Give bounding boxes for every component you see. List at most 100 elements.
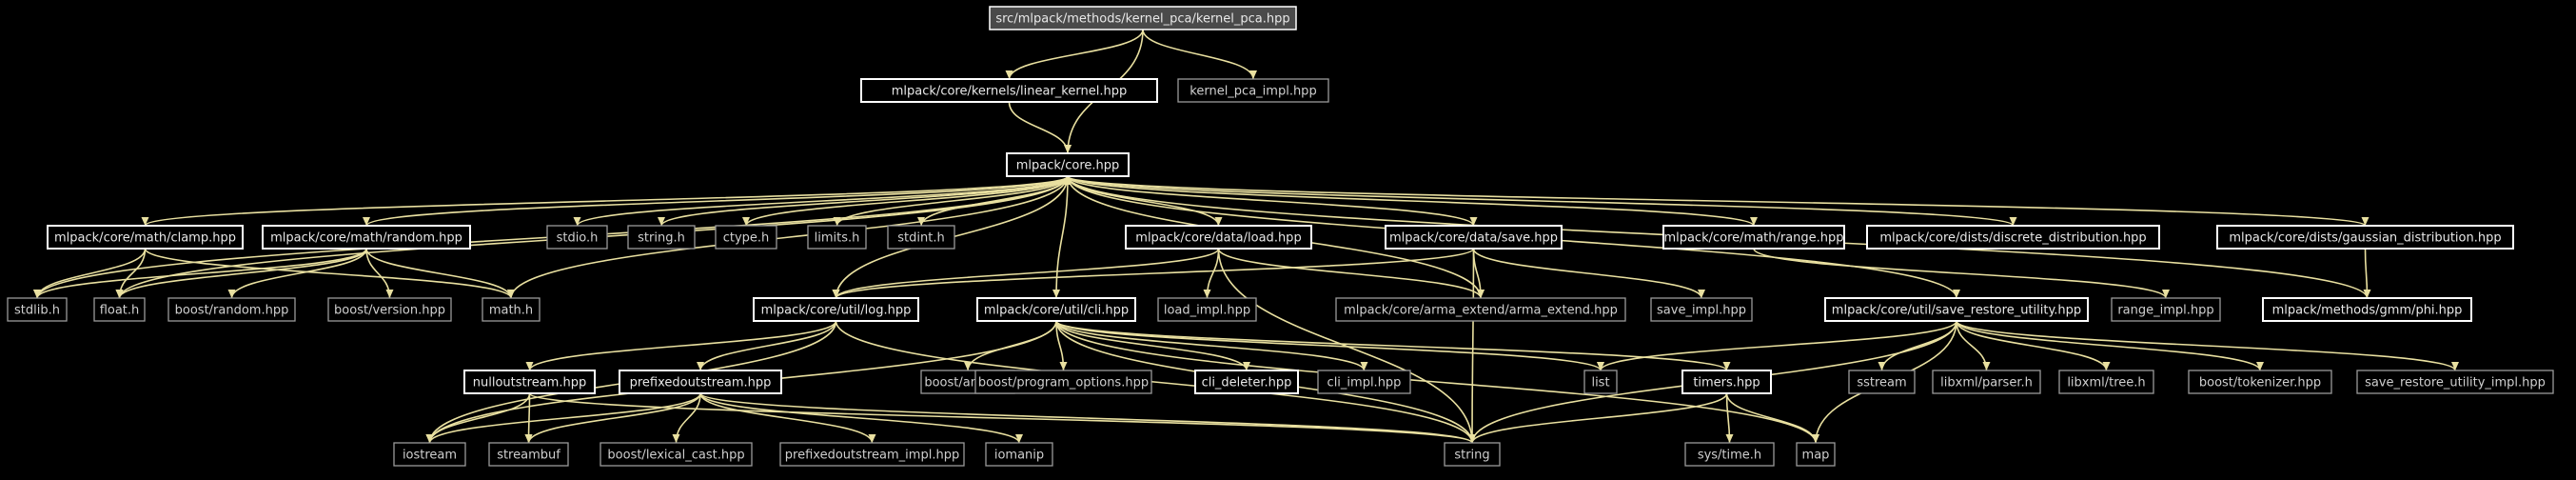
edge-sru-to-list xyxy=(1597,320,1957,371)
node-bversion: boost/version.hpp xyxy=(327,297,452,322)
node-box xyxy=(1866,225,2160,250)
node-blexical: boost/lexical_cast.hpp xyxy=(600,442,753,467)
node-phi[interactable]: mlpack/methods/gmm/phi.hpp xyxy=(2262,297,2472,322)
node-save[interactable]: mlpack/core/data/save.hpp xyxy=(1385,225,1563,250)
node-box xyxy=(327,297,452,322)
node-box xyxy=(1194,370,1299,394)
edge-root-to-lk xyxy=(1005,29,1144,80)
node-label: boost/lexical_cast.hpp xyxy=(607,449,744,463)
node-float: float.h xyxy=(93,297,146,322)
node-label: string xyxy=(1454,449,1489,463)
node-random[interactable]: mlpack/core/math/random.hpp xyxy=(262,225,471,250)
node-box xyxy=(393,442,466,467)
edge-sru-to-btokenizer xyxy=(1956,320,2264,371)
edge-load-to-log xyxy=(832,248,1220,299)
edge-prefixout-to-string xyxy=(699,392,1476,444)
edge-core-to-random xyxy=(363,175,1069,227)
node-box xyxy=(974,370,1152,394)
node-box xyxy=(860,78,1158,103)
node-discrete[interactable]: mlpack/core/dists/discrete_distribution.… xyxy=(1866,225,2160,250)
node-label: stdint.h xyxy=(897,231,944,246)
node-label: save_restore_utility_impl.hpp xyxy=(2365,376,2546,390)
node-log[interactable]: mlpack/core/util/log.hpp xyxy=(753,297,919,322)
edge-random-to-stdlib xyxy=(33,248,367,299)
node-label: mlpack/core/data/save.hpp xyxy=(1389,231,1558,246)
node-nullout[interactable]: nulloutstream.hpp xyxy=(463,370,596,394)
edge-log-to-prefixout xyxy=(697,320,837,371)
node-load[interactable]: mlpack/core/data/load.hpp xyxy=(1125,225,1312,250)
node-label: timers.hpp xyxy=(1693,376,1760,390)
edge-log-to-nullout xyxy=(525,320,837,371)
node-box xyxy=(2188,370,2332,394)
node-box xyxy=(1848,370,1916,394)
edge-load-to-loadimpl xyxy=(1203,248,1220,299)
node-bpo: boost/program_options.hpp xyxy=(974,370,1152,394)
node-timers[interactable]: timers.hpp xyxy=(1681,370,1772,394)
node-box xyxy=(1335,297,1626,322)
edge-sru-to-libtree xyxy=(1956,320,2111,371)
node-string: string xyxy=(1444,442,1501,467)
edge-core-to-stdio xyxy=(573,175,1069,227)
node-box xyxy=(887,225,955,250)
edge-random-to-float xyxy=(115,248,367,299)
node-label: mlpack/methods/gmm/phi.hpp xyxy=(2272,304,2463,318)
node-streambuf: streambuf xyxy=(488,442,569,467)
node-clideleter[interactable]: cli_deleter.hpp xyxy=(1194,370,1299,394)
node-box xyxy=(1662,225,1845,250)
node-list: list xyxy=(1583,370,1618,394)
node-box xyxy=(1681,370,1772,394)
node-gaussian[interactable]: mlpack/core/dists/gaussian_distribution.… xyxy=(2216,225,2514,250)
node-box xyxy=(985,442,1053,467)
edge-prefixout-to-iomanip xyxy=(699,392,1023,444)
node-sruimpl: save_restore_utility_impl.hpp xyxy=(2356,370,2554,394)
node-box xyxy=(488,442,569,467)
node-iomanip: iomanip xyxy=(985,442,1053,467)
edge-save-to-saveimpl xyxy=(1472,248,1705,299)
edge-core-to-stringh xyxy=(658,175,1069,227)
edge-core-to-math xyxy=(507,175,1069,299)
node-range[interactable]: mlpack/core/math/range.hpp xyxy=(1662,225,1845,250)
node-label: boost/random.hpp xyxy=(175,304,289,318)
node-lk[interactable]: mlpack/core/kernels/linear_kernel.hpp xyxy=(860,78,1158,103)
edge-range-to-rangeimpl xyxy=(1753,248,2170,299)
node-clamp[interactable]: mlpack/core/math/clamp.hpp xyxy=(47,225,244,250)
node-root[interactable]: src/mlpack/methods/kernel_pca/kernel_pca… xyxy=(989,6,1297,30)
node-box xyxy=(1006,152,1130,177)
node-label: mlpack/core/util/save_restore_utility.hp… xyxy=(1832,304,2081,318)
edge-core-to-clamp xyxy=(141,175,1069,227)
node-box xyxy=(1177,78,1329,103)
node-label: math.h xyxy=(489,304,533,318)
edge-cli-to-clideleter xyxy=(1055,320,1250,371)
node-box xyxy=(1444,442,1501,467)
node-label: load_impl.hpp xyxy=(1164,304,1250,318)
node-box xyxy=(753,297,919,322)
node-core[interactable]: mlpack/core.hpp xyxy=(1006,152,1130,177)
node-label: prefixedoutstream.hpp xyxy=(630,376,772,390)
edge-gaussian-to-phi xyxy=(2363,248,2371,299)
node-box xyxy=(619,370,782,394)
node-box xyxy=(93,297,146,322)
edge-load-to-string xyxy=(1217,248,1476,444)
node-cli[interactable]: mlpack/core/util/cli.hpp xyxy=(976,297,1136,322)
edge-save-to-arma xyxy=(1472,248,1485,299)
node-box xyxy=(2216,225,2514,250)
node-box xyxy=(1932,370,2041,394)
edge-core-to-range xyxy=(1067,175,1758,227)
node-label: stdlib.h xyxy=(14,304,60,318)
node-prefixout[interactable]: prefixedoutstream.hpp xyxy=(619,370,782,394)
node-sru[interactable]: mlpack/core/util/save_restore_utility.hp… xyxy=(1824,297,2089,322)
edge-lk-to-core xyxy=(1008,101,1072,154)
node-label: mlpack/core/kernels/linear_kernel.hpp xyxy=(892,85,1127,99)
node-label: libxml/tree.h xyxy=(2067,376,2145,390)
node-iostream: iostream xyxy=(393,442,466,467)
edge-nullout-to-string xyxy=(528,392,1476,444)
node-stdio: stdio.h xyxy=(546,225,608,250)
edge-save-to-string xyxy=(1468,248,1477,444)
node-saveimpl: save_impl.hpp xyxy=(1650,297,1753,322)
edge-core-to-discrete xyxy=(1067,175,2017,227)
node-box xyxy=(989,6,1297,30)
node-label: boost/version.hpp xyxy=(334,304,445,318)
node-box xyxy=(2356,370,2554,394)
edge-sru-to-sruimpl xyxy=(1956,320,2459,371)
